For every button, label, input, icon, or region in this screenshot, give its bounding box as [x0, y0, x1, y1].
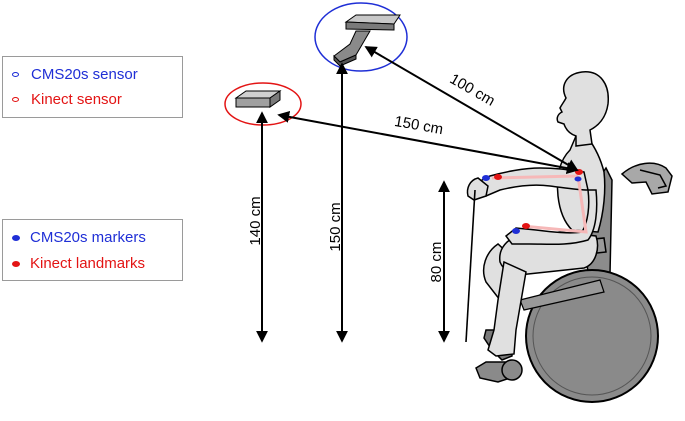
marker-legend: CMS20s markers Kinect landmarks: [2, 219, 183, 281]
label-kinect-to-subject: 150 cm: [393, 113, 444, 138]
legend-item-cms-markers: CMS20s markers: [12, 229, 146, 246]
legend-label: CMS20s markers: [30, 229, 146, 246]
legend-label: Kinect sensor: [31, 91, 122, 108]
hand-kinect-landmark: [522, 223, 530, 229]
cms20s-sensor: [314, 2, 408, 72]
red-dot-icon: [12, 260, 20, 267]
label-cms-height: 150 cm: [327, 202, 344, 251]
wrist-cms-marker: [482, 175, 490, 181]
label-cms-to-subject: 100 cm: [447, 70, 498, 109]
blue-dot-icon: [12, 234, 20, 241]
legend-label: Kinect landmarks: [30, 255, 146, 272]
red-ring-icon: [12, 97, 19, 102]
label-kinect-height: 140 cm: [247, 196, 264, 245]
arrow-kinect-to-subject: [277, 110, 579, 175]
distance-arrows: [256, 46, 579, 343]
legend-item-cms-sensor: CMS20s sensor: [12, 66, 138, 83]
sensor-legend: CMS20s sensor Kinect sensor: [2, 56, 183, 118]
legend-item-kinect-landmarks: Kinect landmarks: [12, 255, 145, 272]
legend-item-kinect-sensor: Kinect sensor: [12, 91, 122, 108]
blue-ring-icon: [12, 72, 19, 77]
wrist-kinect-landmark: [494, 174, 502, 180]
seated-person: [466, 71, 609, 357]
hand-cms-marker: [512, 228, 520, 234]
label-shoulder-height: 80 cm: [428, 242, 445, 283]
legend-label: CMS20s sensor: [31, 66, 138, 83]
cane: [465, 189, 476, 343]
arrow-cms-to-subject: [364, 46, 579, 171]
shoulder-cms-marker: [574, 176, 582, 182]
